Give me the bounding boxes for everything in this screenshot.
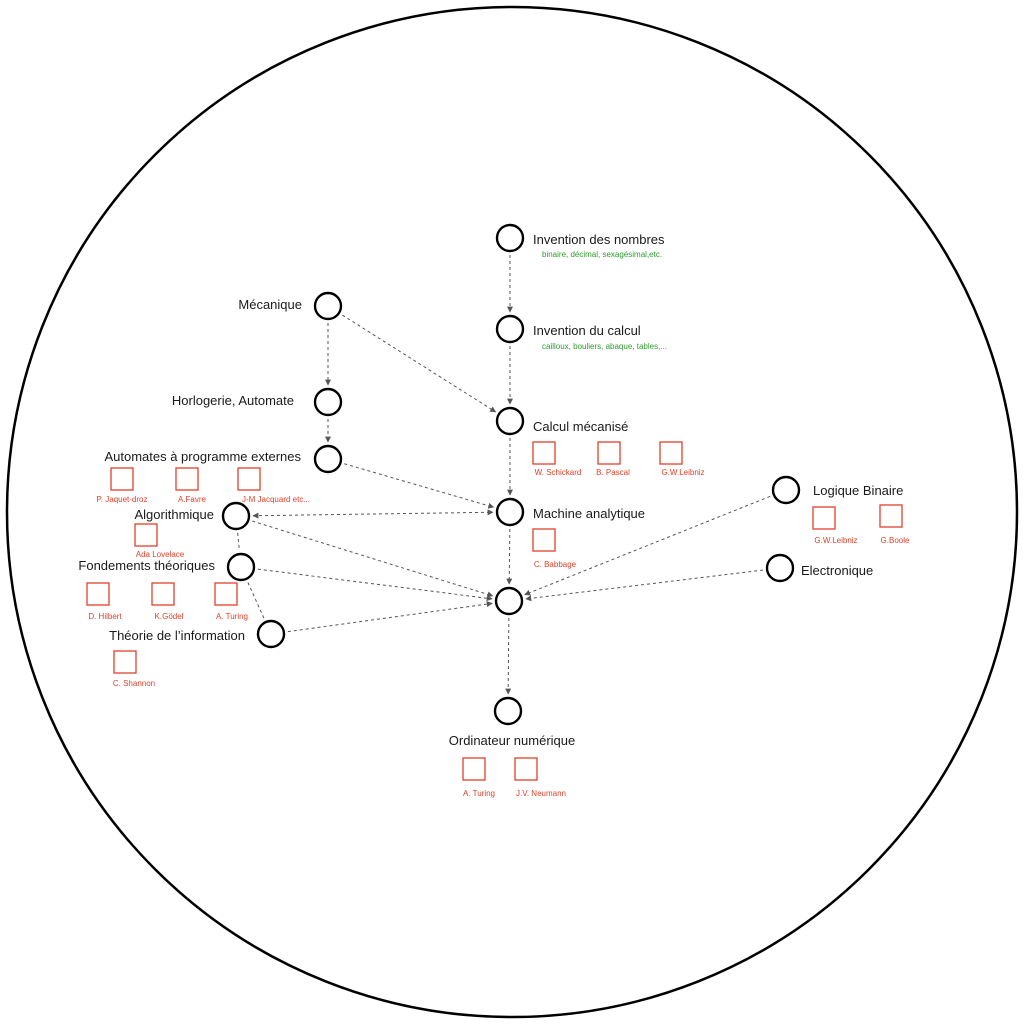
person-portrait-placeholder [86,582,110,606]
node-label: Electronique [801,563,873,578]
edge-machine-to-hub [506,528,513,585]
node-circle [495,406,525,436]
person-portrait-placeholder [879,504,903,528]
edge-info-to-hub [287,601,493,633]
person-portrait-placeholder [514,757,538,781]
person-name: G.Boole [881,536,910,545]
person-name: A. Turing [216,612,248,621]
node-circle [765,553,795,583]
outer-circle-frame [5,5,1019,1019]
person-name: Ada Lovelace [136,550,185,559]
person-name: G.W.Leibniz [661,468,704,477]
person-name: J-M Jacquard etc... [242,495,310,504]
node-circle [313,387,343,417]
person-portrait-placeholder [659,441,683,465]
person-portrait-placeholder [134,523,158,547]
node-label: Automates à programme externes [104,449,301,464]
node-circle [313,291,343,321]
edge-algo-to-machine [252,509,494,519]
person-name: G.W.Leibniz [814,536,857,545]
node-label: Logique Binaire [813,483,903,498]
edge-electronique-to-hub [525,569,764,602]
node-ordinateur: Ordinateur numérique A. Turing J.V. Neuman… [449,696,575,798]
edge-automates-to-machine [344,463,495,509]
person-portrait-placeholder [532,528,556,552]
node-circle [771,475,801,505]
person-name: J.V. Neumann [516,789,566,798]
person-portrait-placeholder [462,757,486,781]
node-circle [495,314,525,344]
node-label: Algorithmique [135,507,215,522]
node-calcul: Invention du calcul cailloux, bouliers, a… [495,314,667,351]
node-hub [494,586,524,616]
person-name: A.Favre [178,495,207,504]
person-portrait-placeholder [151,582,175,606]
edges-layer [237,255,771,695]
node-label: Mécanique [238,297,302,312]
person-name: W. Schickard [535,468,582,477]
node-label: Invention des nombres [533,232,665,247]
edge-fondements-to-info [247,582,265,619]
node-label: Fondements théoriques [78,558,215,573]
person-name: D. Hilbert [88,612,122,621]
node-label: Ordinateur numérique [449,733,575,748]
node-nombres: Invention des nombres binaire, décimal, s… [495,223,665,259]
node-circle [226,552,256,582]
node-circle [313,444,343,474]
node-label: Théorie de l’information [109,628,245,643]
person-name: C. Babbage [534,560,577,569]
person-name: B. Pascal [596,468,630,477]
node-circle [493,696,523,726]
node-horlogerie: Horlogerie, Automate [172,387,343,417]
edge-mecanique-to-calcmec [342,314,497,413]
person-portrait-placeholder [532,441,556,465]
person-portrait-placeholder [175,467,199,491]
person-name: K.Gödel [155,612,184,621]
node-circle [494,586,524,616]
node-calcmec: Calcul mécanisé W. Schickard B. Pascal G.W.… [495,406,705,477]
node-label: Horlogerie, Automate [172,393,294,408]
person-name: P. Jaquet-droz [97,495,148,504]
node-circle [256,619,286,649]
person-portrait-placeholder [812,506,836,530]
person-name: A. Turing [463,789,495,798]
node-automates: Automates à programme externes P. Jaquet-… [97,444,343,504]
node-machine: Machine analytique C. Babbage [495,497,645,569]
edge-fondements-to-hub [257,568,493,602]
edge-hub-to-ordinateur [505,617,512,695]
edge-logique-to-hub [524,495,771,596]
node-info: Théorie de l’information C. Shannon [109,619,286,688]
node-fondements: Fondements théoriques D. Hilbert K.Gödel A.… [78,552,256,621]
person-portrait-placeholder [110,467,134,491]
person-portrait-placeholder [113,650,137,674]
edge-algo-to-hub [252,520,494,598]
node-electronique: Electronique [765,553,873,583]
nodes-layer: Invention des nombres binaire, décimal, s… [78,223,910,798]
person-name: C. Shannon [113,679,155,688]
node-label: Calcul mécanisé [533,419,628,434]
node-circle [221,501,251,531]
person-portrait-placeholder [237,467,261,491]
person-portrait-placeholder [597,441,621,465]
person-portrait-placeholder [214,582,238,606]
node-circle [495,497,525,527]
node-circle [495,223,525,253]
node-label: Invention du calcul [533,323,641,338]
node-subtitle: cailloux, bouliers, abaque, tables,... [542,342,667,351]
node-subtitle: binaire, décimal, sexagésimal,etc. [542,250,662,259]
node-label: Machine analytique [533,506,645,521]
edge-algo-to-fondements [237,532,240,551]
node-mecanique: Mécanique [238,291,343,321]
